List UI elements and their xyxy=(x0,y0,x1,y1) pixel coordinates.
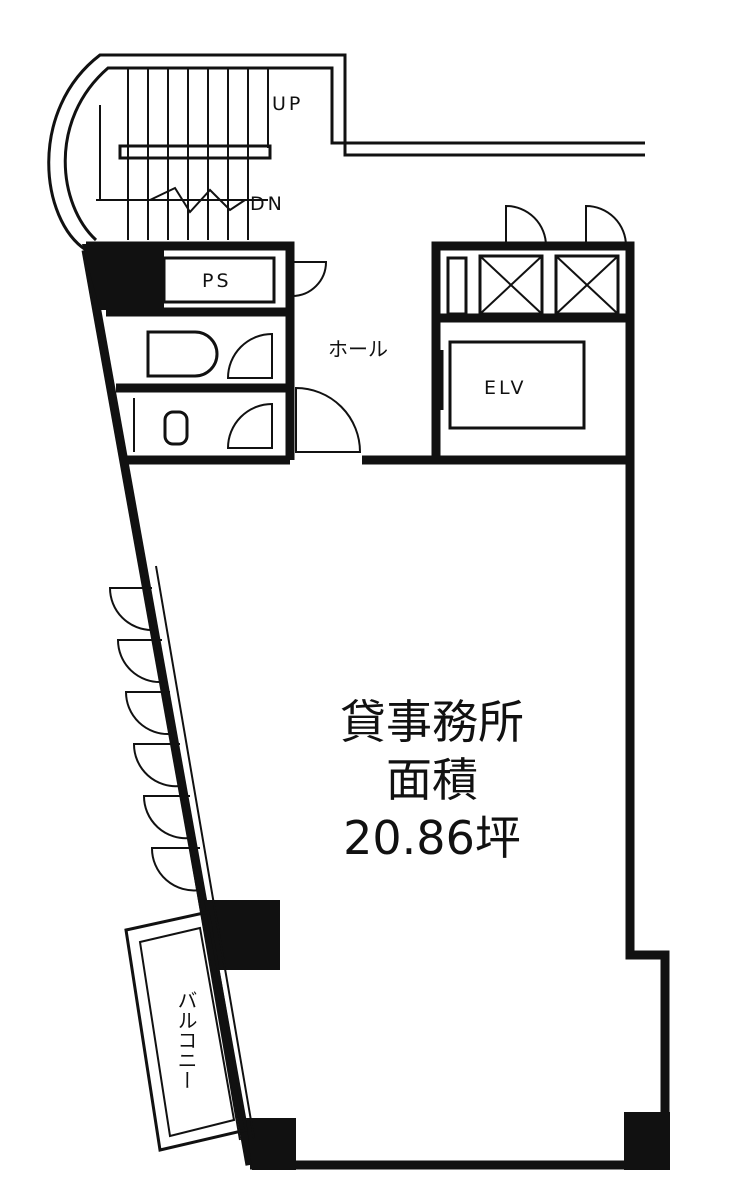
casement-6-icon xyxy=(150,847,201,892)
elevator-door-right-icon xyxy=(585,204,627,247)
casement-4-icon xyxy=(132,743,181,788)
staircase: UP DN xyxy=(47,53,645,252)
balcony-label: バルコニー xyxy=(174,990,198,1090)
hall-label: ホール xyxy=(328,337,388,361)
sink-icon xyxy=(163,410,189,446)
toilet-rooms xyxy=(133,330,273,452)
area-label: 面積 xyxy=(386,753,478,807)
column-top-left xyxy=(82,244,164,310)
area-value: 20.86坪 xyxy=(343,811,521,865)
toilet-door-icon xyxy=(226,332,273,379)
office-area: 貸事務所 面積 20.86坪 xyxy=(340,695,524,865)
casement-2-icon xyxy=(116,639,163,684)
toilet-icon xyxy=(146,330,219,378)
stair-treads xyxy=(96,68,272,240)
elevator-label: ELV xyxy=(484,377,527,399)
stair-up-label: UP xyxy=(272,93,303,115)
hall: ホール xyxy=(295,337,388,453)
elevator-block: ELV xyxy=(440,204,627,430)
column-bottom-left xyxy=(246,1118,296,1170)
elevator-car xyxy=(448,340,586,430)
outer-walls xyxy=(81,241,670,1170)
columns xyxy=(82,244,670,1170)
washroom-door-icon xyxy=(226,402,273,449)
stair-down-label: DN xyxy=(250,193,285,215)
pipe-space: PS xyxy=(162,256,328,304)
office-title: 貸事務所 xyxy=(340,695,524,749)
pipe-space-label: PS xyxy=(202,270,232,292)
casement-1-icon xyxy=(108,587,153,631)
casement-5-icon xyxy=(142,795,191,840)
office-door-icon xyxy=(295,386,362,453)
window-casements xyxy=(108,565,255,1141)
elevator-door-left-icon xyxy=(505,204,547,247)
balcony: バルコニー xyxy=(124,910,248,1152)
column-bottom-right xyxy=(624,1112,670,1170)
casement-3-icon xyxy=(124,691,171,736)
